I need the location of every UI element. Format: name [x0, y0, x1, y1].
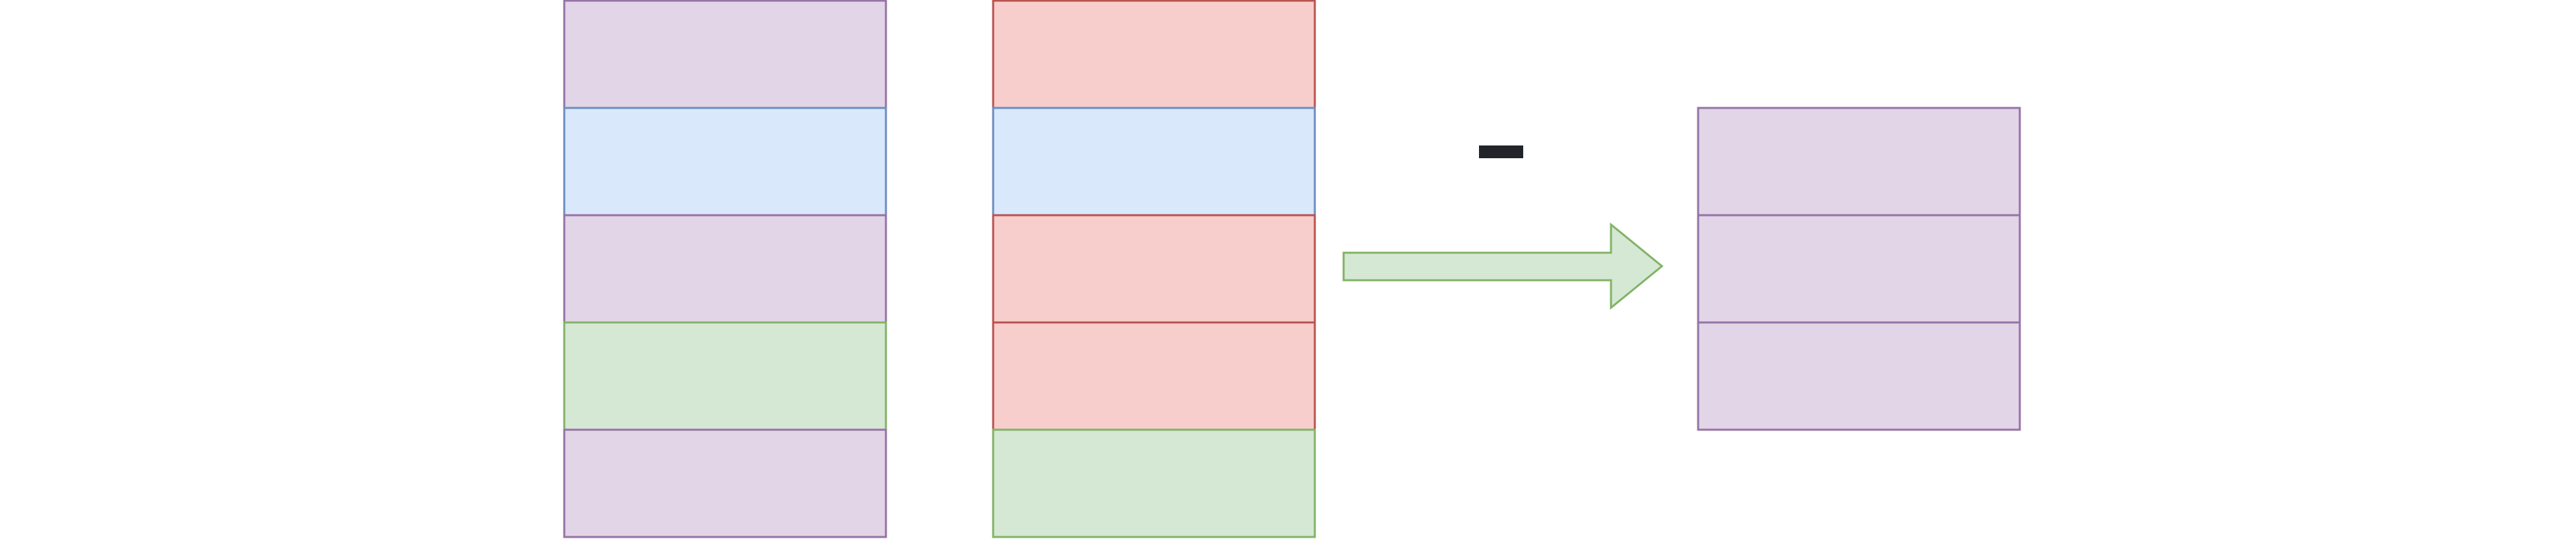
column-a-cell-5-purple: [563, 428, 887, 538]
column-a-cell-2-blue: [563, 107, 887, 217]
column-a-cell-4-green: [563, 321, 887, 431]
result-cell-3-purple: [1697, 321, 2021, 431]
column-b-cell-5-green: [992, 428, 1316, 538]
column-a-cell-1-purple: [563, 0, 887, 109]
result-cell-1-purple: [1697, 107, 2021, 217]
result-cell-2-purple: [1697, 214, 2021, 324]
column-b-cell-1-red: [992, 0, 1316, 109]
column-b-cell-2-blue: [992, 107, 1316, 217]
column-a: [563, 0, 887, 538]
right-arrow-icon: [1342, 222, 1664, 310]
column-a-cell-3-purple: [563, 214, 887, 324]
column-b-cell-4-red: [992, 321, 1316, 431]
result-column: [1697, 107, 2021, 431]
column-b-cell-3-red: [992, 214, 1316, 324]
minus-sign-icon: [1479, 145, 1523, 158]
column-b: [992, 0, 1316, 538]
